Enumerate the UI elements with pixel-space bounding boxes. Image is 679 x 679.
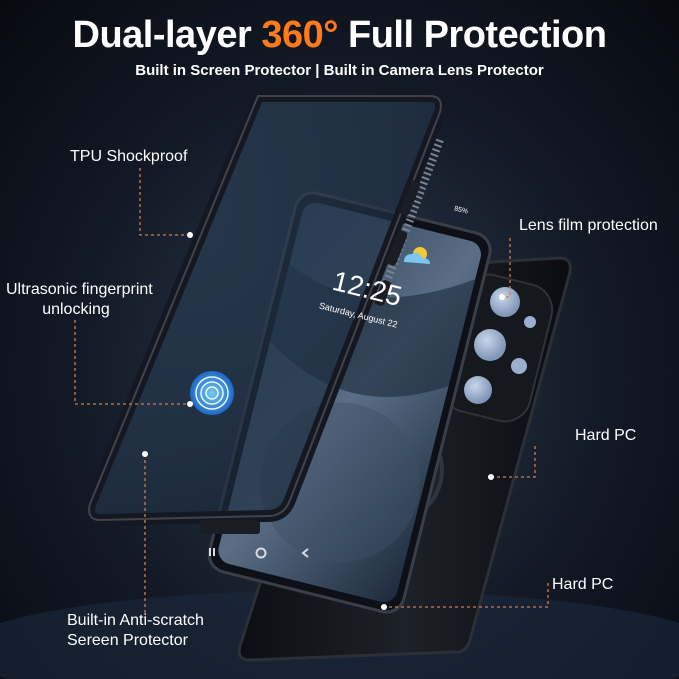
title-suffix: Full Protection <box>337 14 607 56</box>
callout-lines <box>74 168 549 618</box>
callout-hard-pc-2: Hard PC <box>552 576 614 593</box>
title-accent: 360° <box>261 14 338 56</box>
callout-fingerprint-line1: Ultrasonic fingerprint <box>6 281 153 298</box>
front-frame <box>83 90 447 534</box>
callout-tpu-shockproof: TPU Shockproof <box>70 148 188 165</box>
callout-screen-protector: Built-in Anti-scratch Sereen Protector <box>67 611 204 651</box>
callout-screen-protector-line1: Built-in Anti-scratch <box>67 612 204 629</box>
callout-dots <box>142 232 505 610</box>
title-prefix: Dual-layer <box>72 14 262 56</box>
fingerprint-icon <box>190 371 234 415</box>
weather-icon <box>404 247 430 264</box>
callout-fingerprint-line2: unlocking <box>42 301 110 318</box>
callout-fingerprint: Ultrasonic fingerprint unlocking <box>6 280 153 320</box>
nav-buttons-icon <box>209 547 309 559</box>
page-title: Dual-layer 360° Full Protection <box>0 14 679 57</box>
callout-hard-pc-1: Hard PC <box>575 427 637 444</box>
callout-lens-film: Lens film protection <box>519 217 658 234</box>
callout-screen-protector-line2: Sereen Protector <box>67 632 188 649</box>
subtitle: Built in Screen Protector | Built in Cam… <box>135 62 544 79</box>
